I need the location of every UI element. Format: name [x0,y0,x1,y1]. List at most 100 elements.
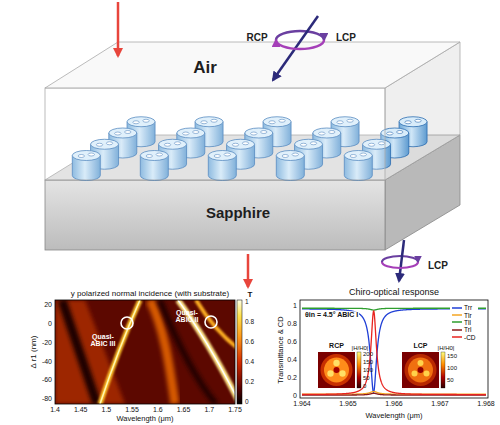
plot-label: Chiro-optical response [349,288,439,297]
pillar-top [399,117,427,127]
field-inset [318,352,355,388]
plot-label: -20 [42,339,52,346]
legend-line [452,327,462,333]
layer-label: Sapphire [206,204,270,221]
colorbar [441,352,445,388]
plot-label: LCP [428,261,448,272]
plot-label: y polarized normal incidence (with subst… [71,290,229,298]
incident-arrow [117,2,120,56]
plot-label: Transmittance & CD [277,316,285,383]
plot-label: -80 [42,396,52,403]
plot-label: 1.45 [74,406,88,413]
legend-line-sample [452,307,462,309]
legend-line-sample [452,329,462,331]
inset-field [321,354,353,386]
circular-arrow [382,256,418,262]
plot-label: LCP [336,33,356,44]
inset-field [333,360,339,366]
plot-label: 1.6 [153,406,163,413]
plot-label: -40 [42,358,52,365]
circular-arrow [382,262,418,268]
plot-label: 1.964 [293,400,311,407]
legend-line [452,334,462,340]
legend-text: Tll [464,319,471,326]
layer-label: Air [193,58,217,78]
plot-label: 1.968 [477,400,495,407]
legend-entry: -CD [452,334,476,341]
plot-label: 0.2 [287,374,297,381]
plot-label: 0 [293,392,297,399]
plot-label: 50 [447,377,454,383]
plot-label: 1.65 [177,406,191,413]
legend-line-sample [452,322,462,324]
transmitted-arrow [247,254,250,287]
legend-line-sample [452,337,462,339]
pillar-hole [387,132,393,135]
legend-entry: Trl [452,326,476,333]
inset-field [408,358,433,383]
plot-label: 50 [363,375,370,381]
circular-arrow [276,40,324,49]
inset-ground [318,352,355,388]
plot-label: 100 [363,367,373,373]
mode-curve [100,300,140,404]
plot-label: Δ r1 (nm) [30,336,38,369]
inset-field [418,360,424,366]
legend-entry: Tlr [452,311,476,318]
air-top [45,42,460,88]
legend-text: Trl [464,326,471,333]
field-inset [402,352,439,388]
legend-line [452,319,462,325]
plot-label: 1.966 [385,400,403,407]
legend-line [452,312,462,318]
plot-label: 200 [363,351,373,357]
plot-label: 1.55 [125,406,139,413]
legend-line-sample [452,314,462,316]
inset-field [324,358,349,383]
legend-text: -CD [464,334,476,341]
plot-label: 0.4 [287,356,297,363]
substrate-front [45,180,385,250]
inset-ground [402,352,439,388]
plot-label: 0 [48,320,52,327]
heatmap-band [150,300,175,404]
heatmap-glow [55,300,125,404]
plot-label: 1.4 [50,406,60,413]
colorbar [357,352,361,388]
air-front [45,88,385,180]
heatmap-band [62,300,97,404]
plot-label: Quasi-ABIC III [85,333,121,348]
plot-label: Wavelength (μm) [366,412,423,420]
plot-label: |H/H0| [352,344,369,350]
legend-text: Trr [464,304,472,311]
plot-label: 150 [363,359,373,365]
plot-label: 0.8 [287,320,297,327]
plot-label: θin = 4.5° ABIC I [304,311,359,318]
plot-label: 0 [363,383,366,389]
plot-label: -60 [42,377,52,384]
inset-field [405,354,437,386]
mode-marker [205,316,217,328]
legend-entry: Trr [452,304,476,311]
plot-frame [55,300,235,404]
legend-entry: Tll [452,319,476,326]
plot-label: 0.4 [245,359,254,366]
circular-arrow [276,31,324,40]
inset-field [327,370,333,376]
inset-field [418,367,424,373]
pillar-hole [415,119,421,122]
plot-label: 100 [447,365,457,371]
plot-label: 1.967 [431,400,449,407]
plot-label: 0.6 [245,339,254,346]
plot-legend: TrrTlrTllTrl-CD [450,303,478,342]
mode-marker [121,317,133,329]
plot-frame [300,300,488,398]
plot-label: 1 [245,299,249,306]
inset-field [412,371,418,377]
layer-region: Air [45,42,460,135]
transmitted-arrow [399,240,404,281]
plot-label: RCP [329,342,344,349]
legend-text: Tlr [464,312,472,319]
inset-field [424,371,430,377]
